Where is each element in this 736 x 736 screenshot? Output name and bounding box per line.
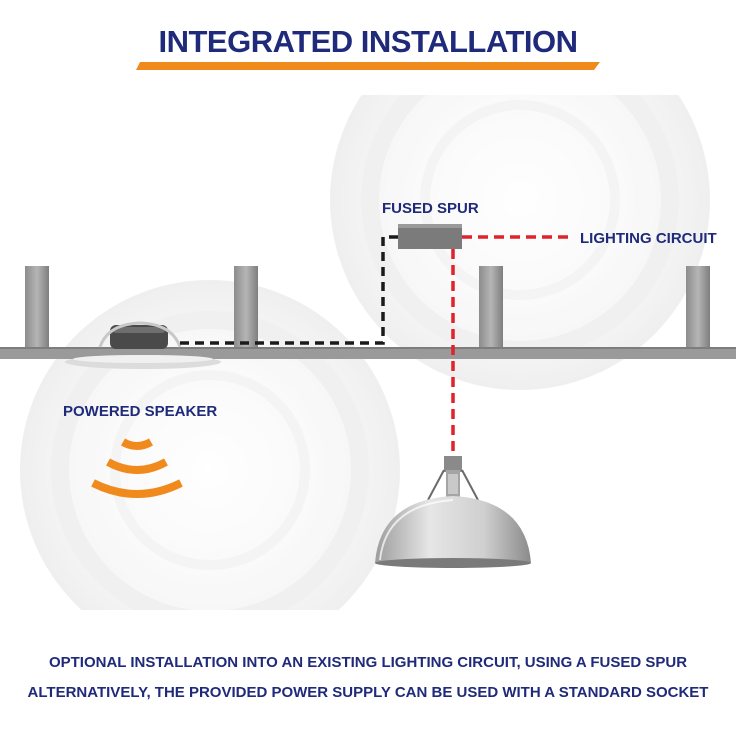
lighting-circuit-label: LIGHTING CIRCUIT (580, 230, 717, 247)
pendant-lamp (375, 456, 531, 568)
joist (234, 266, 258, 349)
sound-wave-icon (91, 438, 183, 498)
fused-spur-box (398, 224, 462, 249)
title-underline (136, 62, 600, 70)
background-speaker-graphic (20, 10, 710, 660)
speaker-power-wire (180, 235, 400, 345)
caption-line-1: OPTIONAL INSTALLATION INTO AN EXISTING L… (49, 654, 687, 671)
joist (479, 266, 503, 349)
ceiling-speaker (65, 321, 221, 369)
powered-speaker-label: POWERED SPEAKER (63, 403, 217, 420)
page-title: INTEGRATED INSTALLATION (158, 24, 577, 59)
caption-line-2: ALTERNATIVELY, THE PROVIDED POWER SUPPLY… (28, 684, 709, 701)
joist (686, 266, 710, 349)
joist (25, 266, 49, 349)
ceiling-joists (25, 266, 710, 349)
fused-spur-label: FUSED SPUR (382, 200, 479, 217)
